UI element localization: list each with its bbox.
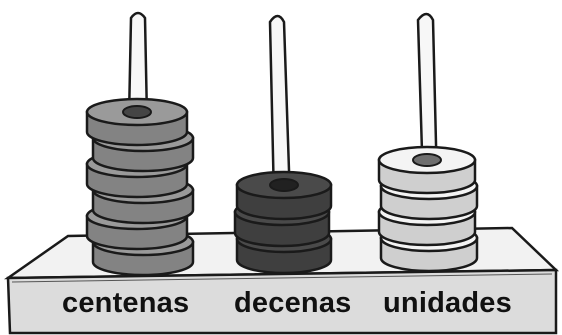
beads-unidades	[377, 145, 479, 273]
bead	[377, 145, 477, 195]
bead	[85, 97, 189, 147]
abacus-base-edge	[11, 273, 553, 283]
label-centenas: centenas	[62, 287, 190, 319]
label-unidades: unidades	[383, 287, 512, 319]
rod-decenas	[268, 14, 292, 202]
label-decenas: decenas	[234, 287, 352, 319]
beads-decenas	[233, 170, 333, 275]
abacus-base-front	[6, 268, 558, 335]
bead	[235, 170, 333, 221]
beads-centenas	[85, 97, 195, 277]
